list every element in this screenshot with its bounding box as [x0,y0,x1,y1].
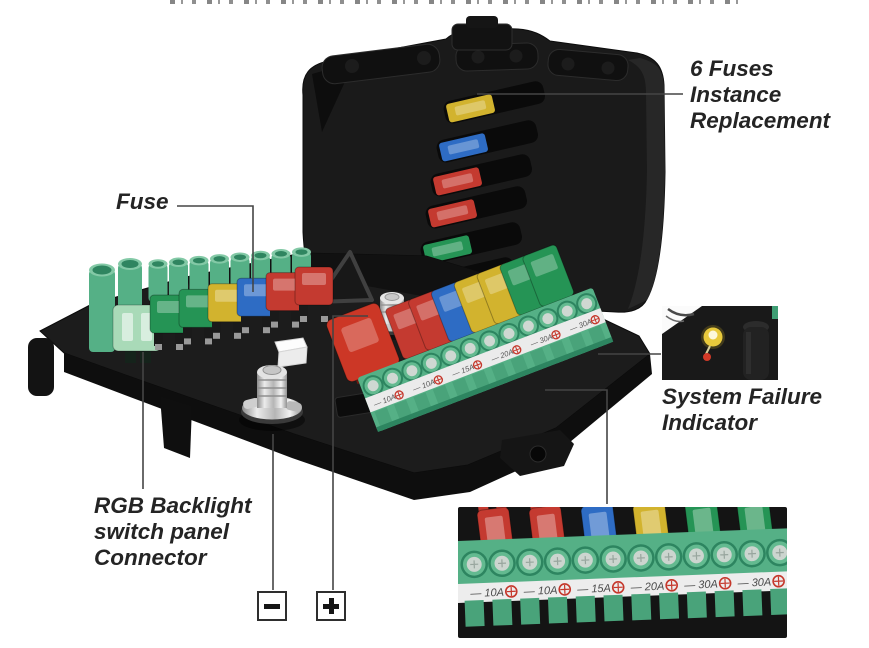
lid-recess [321,43,441,85]
mount-screw-hole [529,445,547,463]
fuse [207,283,247,339]
cropped-text-fragment [170,0,742,4]
amp-label: — 30A [683,576,732,592]
fuse-callout: Fuse [116,189,169,215]
lid-latch-tab [466,16,498,28]
spare-fuse-yellow [443,81,545,124]
svg-text:— 30A: — 30A [736,576,771,589]
amp-label: — 15A [576,581,625,596]
fuse-callout-text: Fuse [116,189,169,214]
fuse [178,288,218,345]
base-left-foot [28,338,54,396]
amp-label: — 20A [630,578,678,594]
inset-amperage-labels: — 10A — 10A — 15A — 20A — 30A — 30A [469,574,785,600]
minus-icon [264,603,280,609]
terminal-closeup-inset: — 10A — 10A — 15A — 20A — 30A — 30A [458,507,787,638]
lid-recess-dot [601,61,615,75]
fuse [265,272,305,328]
svg-text:— 30A: — 30A [683,579,718,592]
positive-leader-line [332,315,368,590]
failure-indicator-inset [662,306,778,380]
maxi-fuse [112,304,162,363]
lid-right-highlight [628,58,665,309]
lid-recess-dot [417,51,431,65]
fuse [236,277,276,334]
amp-label: — 30A [736,574,785,590]
fuse [522,244,575,307]
amp-label: — 10A [469,585,518,600]
terminal-post [148,259,168,302]
inset-terminal-teeth [464,588,787,627]
main-terminal-block: — 10A— 10A— 15A— 20A— 30A— 30A [326,244,614,432]
negative-terminal-stud [239,365,305,431]
lid-recess-dot [345,59,359,73]
amp-label: — 10A [523,583,572,598]
base-front-face [64,353,652,500]
inset-leader-line [545,389,608,504]
positive-terminal-symbol [316,591,346,621]
spare-fuse-red [430,154,532,197]
fuse [294,266,334,322]
six-fuses-callout: 6 Fuses Instance Replacement [690,56,831,133]
left-fuse-row [112,266,334,363]
fuse-box-lid [302,16,666,313]
leader-lines [142,93,683,590]
terminal-post [189,255,209,299]
svg-text:— 15A: — 15A [576,583,611,596]
right-fuse-row [326,244,575,385]
rgb-connector [274,337,308,368]
fuse-leader-line [177,205,254,292]
system-failure-callout: System Failure Indicator [662,384,823,435]
inset-terminal-cups [460,538,787,579]
lid-recess-dot [471,50,485,64]
terminal-post [89,263,115,352]
svg-text:— 20A: — 20A [630,581,665,594]
svg-text:— 10A: — 10A [469,587,504,600]
lid-recess-dot [561,57,575,71]
plus-icon-vertical [328,598,334,614]
spare-fuse-red [425,186,527,229]
negative-terminal-symbol [257,591,287,621]
spare-fuse-blue [436,120,538,163]
spare-fuse-green [420,222,522,265]
warning-led [703,353,711,361]
amperage-strip [365,308,606,413]
svg-text:— 10A: — 10A [523,585,558,598]
rgb-connector-callout: RGB Backlight switch panel Connector [94,493,252,570]
fuse [149,294,189,350]
base-clip-tab [160,396,192,458]
lid-recess-dot [509,49,523,63]
maxi-fuse [326,302,400,385]
